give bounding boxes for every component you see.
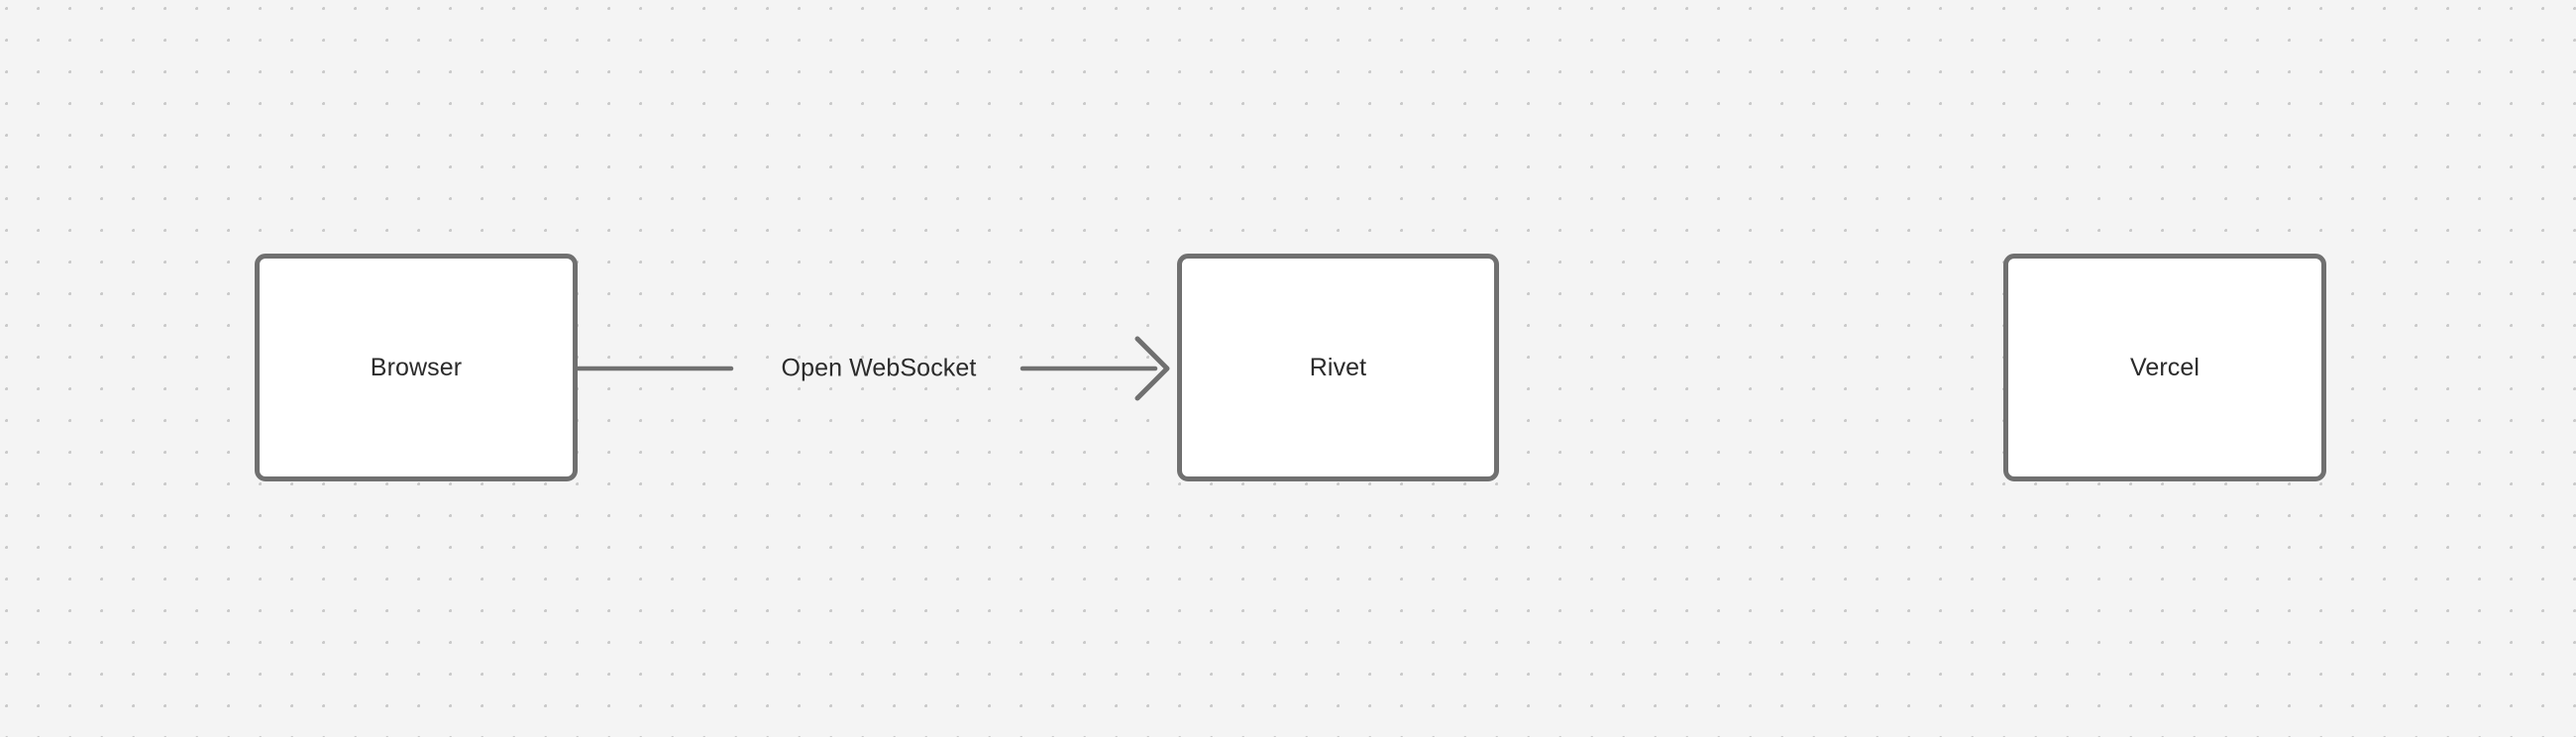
arrowhead-icon xyxy=(1134,336,1170,401)
node-browser[interactable]: Browser xyxy=(255,254,578,481)
node-rivet-label: Rivet xyxy=(1309,353,1367,381)
node-browser-label: Browser xyxy=(370,353,463,381)
node-vercel-label: Vercel xyxy=(2129,353,2200,381)
node-rivet[interactable]: Rivet xyxy=(1177,254,1499,481)
edge-label-open-websocket: Open WebSocket xyxy=(781,354,977,382)
node-vercel[interactable]: Vercel xyxy=(2003,254,2326,481)
